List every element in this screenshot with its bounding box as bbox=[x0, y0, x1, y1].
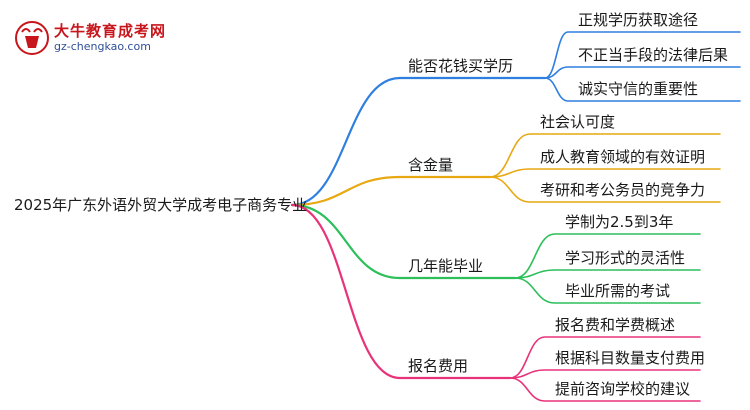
leaf-graduation-time-1: 学制为2.5到3年 bbox=[565, 213, 674, 231]
logo-url: gz-chengkao.com bbox=[54, 40, 151, 53]
leaf-connector-graduation-time-3 bbox=[514, 277, 701, 304]
branch-connector-fees bbox=[290, 203, 402, 380]
leaf-buy-degree-2: 不正当手段的法律后果 bbox=[578, 46, 729, 64]
branch-connector-buy-degree bbox=[290, 76, 402, 207]
leaf-buy-degree-1: 正规学历获取途径 bbox=[578, 11, 699, 29]
site-logo[interactable]: 大牛教育成考网 gz-chengkao.com bbox=[14, 18, 167, 58]
branch-value: 含金量 bbox=[408, 156, 454, 174]
leaf-value-2: 成人教育领域的有效证明 bbox=[540, 148, 706, 166]
leaf-connector-fees-3 bbox=[509, 377, 701, 402]
leaf-graduation-time-2: 学习形式的灵活性 bbox=[565, 249, 686, 267]
leaf-value-3: 考研和考公务员的竞争力 bbox=[540, 181, 706, 199]
root-topic: 2025年广东外语外贸大学成考电子商务专业 bbox=[14, 196, 308, 214]
leaf-connector-value-1 bbox=[489, 133, 721, 178]
leaf-connector-buy-degree-1 bbox=[544, 31, 741, 79]
leaf-buy-degree-3: 诚实守信的重要性 bbox=[578, 80, 699, 98]
leaf-connector-fees-2 bbox=[509, 369, 701, 379]
branch-connector-value bbox=[290, 175, 402, 207]
leaf-graduation-time-3: 毕业所需的考试 bbox=[565, 282, 671, 300]
leaf-connector-fees-1 bbox=[509, 336, 701, 379]
leaf-value-1: 社会认可度 bbox=[540, 113, 616, 131]
leaf-fees-3: 提前咨询学校的建议 bbox=[555, 380, 691, 398]
leaf-connector-buy-degree-2 bbox=[544, 66, 741, 79]
leaf-fees-1: 报名费和学费概述 bbox=[555, 316, 676, 334]
bull-logo-icon bbox=[15, 21, 49, 55]
leaf-connector-value-2 bbox=[489, 168, 721, 178]
logo-title: 大牛教育成考网 bbox=[54, 22, 167, 40]
branch-fees: 报名费用 bbox=[408, 357, 469, 375]
leaf-connector-value-3 bbox=[489, 176, 721, 203]
leaf-connector-graduation-time-2 bbox=[514, 269, 701, 279]
leaf-connector-graduation-time-1 bbox=[514, 233, 701, 279]
leaf-connector-buy-degree-3 bbox=[544, 77, 741, 102]
branch-buy-degree: 能否花钱买学历 bbox=[408, 57, 514, 75]
branch-graduation-time: 几年能毕业 bbox=[408, 257, 484, 275]
leaf-fees-2: 根据科目数量支付费用 bbox=[555, 349, 706, 367]
branch-connector-graduation-time bbox=[290, 203, 402, 280]
